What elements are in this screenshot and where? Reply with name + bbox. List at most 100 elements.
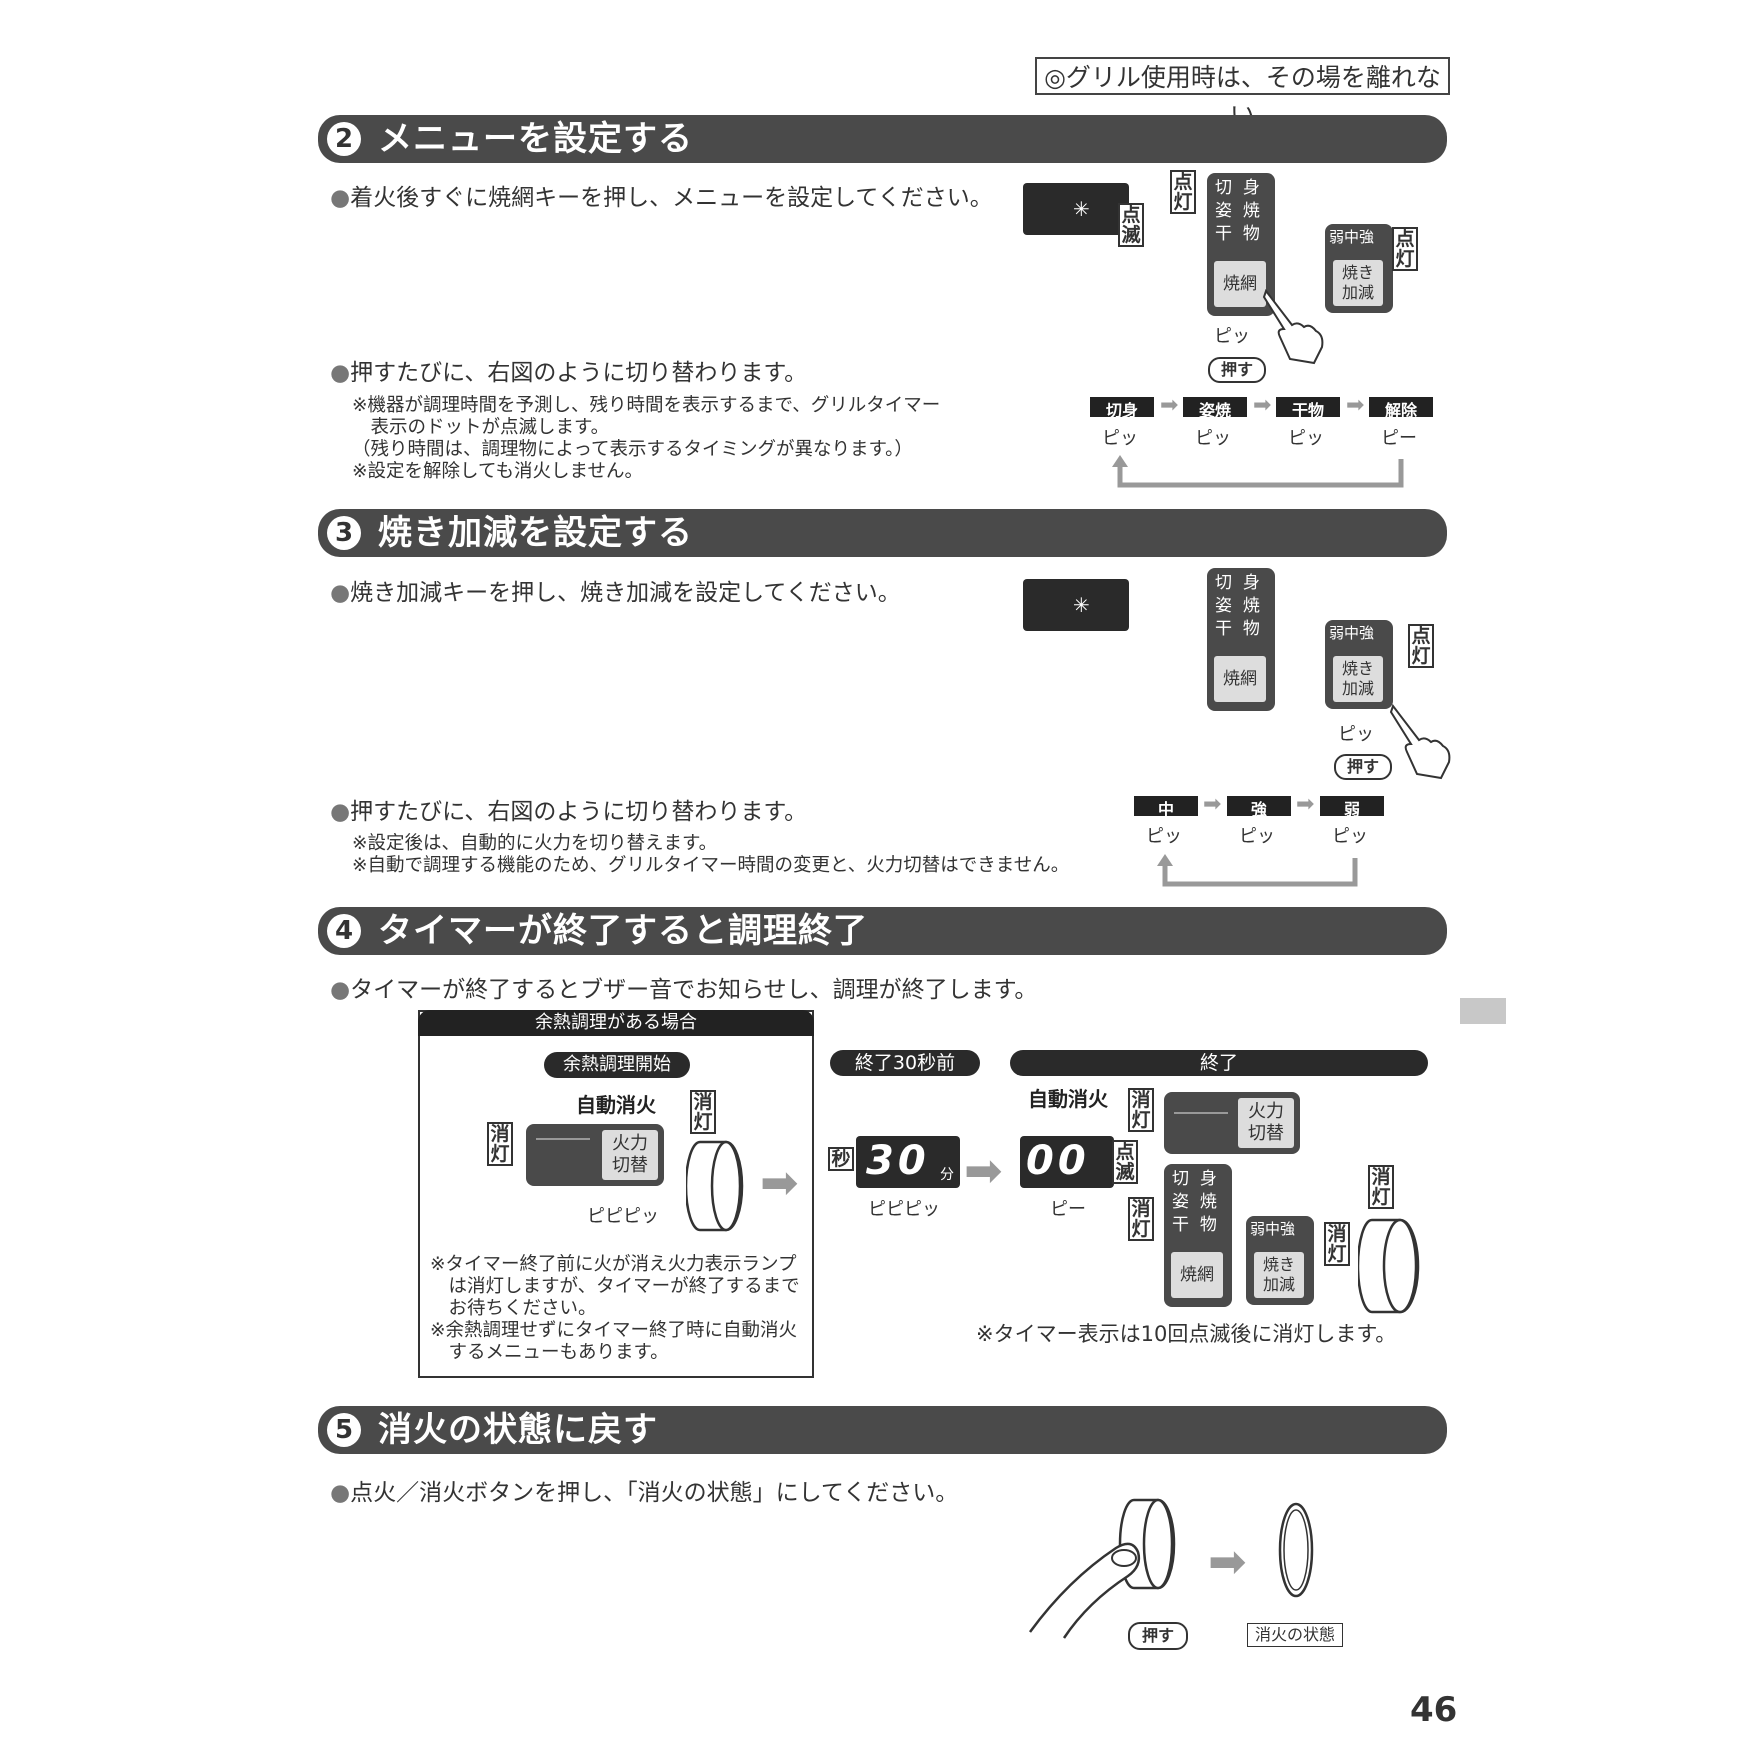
seq-step: 弱	[1320, 796, 1384, 819]
s5-instruction: ●点火／消火ボタンを押し、「消火の状態」にしてください。	[330, 1480, 959, 1506]
menu-panel: 切 身 姿 焼 干 物 焼網	[1207, 173, 1275, 316]
key-label: 加減	[1341, 679, 1374, 698]
push-label: 押す	[1208, 357, 1266, 383]
key-label: 焼き	[1341, 659, 1374, 678]
pill-end: 終了	[1010, 1050, 1428, 1076]
auto-off-label: 自動消火	[576, 1093, 656, 1117]
yaki-kagen-key[interactable]: 焼き加減	[1254, 1252, 1304, 1298]
yaki-kagen-key[interactable]: 焼き加減	[1333, 656, 1383, 702]
beep-label: ピッ	[1102, 428, 1138, 449]
arrow-right-icon: ➡	[1208, 1534, 1247, 1588]
section-4-header: 4 タイマーが終了すると調理終了	[318, 907, 1447, 955]
s2-notes: ※機器が調理時間を予測し、残り時間を表示するまで、グリルタイマー 表示のドットが…	[352, 395, 940, 483]
note-line: ※機器が調理時間を予測し、残り時間を表示するまで、グリルタイマー	[352, 395, 941, 416]
level-labels: 弱中強	[1329, 228, 1375, 246]
loop-back-arrow	[1157, 854, 1358, 887]
timer-display-30: 30 分	[856, 1136, 960, 1188]
tenmetsu-tag: 点滅	[1118, 203, 1144, 247]
level-labels: 弱中強	[1329, 624, 1375, 642]
shoto-tag: 消灯	[1128, 1088, 1154, 1132]
menu-label: 焼	[1199, 1192, 1217, 1212]
arrow-right-icon: ➡	[964, 1143, 1003, 1197]
section-2-header: 2 メニューを設定する	[318, 115, 1447, 163]
s2-toggle-text: 押すたびに、右図のように切り替わります。	[350, 360, 808, 386]
menu-label: 干	[1215, 224, 1232, 244]
menu-label: 身	[1242, 178, 1260, 198]
shoto-tag: 消灯	[1128, 1197, 1154, 1241]
menu-label: 切	[1215, 178, 1232, 198]
tenmetsu-tag: 点滅	[1112, 1140, 1138, 1184]
timer-display-00: 00	[1020, 1136, 1114, 1188]
yakiami-key[interactable]: 焼網	[1214, 261, 1266, 307]
karyoku-key[interactable]: 火力切替	[602, 1130, 658, 1180]
section-number: 2	[327, 122, 361, 156]
section-number: 3	[327, 516, 361, 550]
section-number: 4	[327, 914, 361, 948]
yakiami-key[interactable]: 焼網	[1214, 656, 1266, 702]
key-label: 焼き	[1262, 1255, 1295, 1274]
menu-rows: 切 身 姿 焼 干 物	[1215, 572, 1260, 641]
menu-label: 姿	[1215, 201, 1232, 221]
menu-label: 姿	[1172, 1192, 1189, 1212]
level-labels: 弱中強	[1250, 1220, 1296, 1238]
level-panel: 弱中強 焼き加減	[1325, 620, 1393, 709]
note-line: ※自動で調理する機能のため、グリルタイマー時間の変更と、火力切替はできません。	[352, 855, 1070, 876]
section-3-header: 3 焼き加減を設定する	[318, 509, 1447, 557]
level-panel: 弱中強 焼き加減	[1246, 1216, 1314, 1305]
blinking-dot-icon: ✳	[1073, 197, 1090, 221]
note-line: は消灯しますが、タイマーが終了するまで	[430, 1276, 800, 1297]
s3-instruction: ●焼き加減キーを押し、焼き加減を設定してください。	[330, 580, 901, 606]
note-line: ※設定後は、自動的に火力を切り替えます。	[352, 833, 718, 854]
box-title: 余熱調理がある場合	[418, 1010, 814, 1036]
note-line: お待ちください。	[430, 1298, 597, 1319]
note-line: ※タイマー終了前に火が消え火力表示ランプ	[430, 1254, 797, 1275]
box-subtitle: 余熱調理開始	[544, 1052, 690, 1078]
arrow-right-icon: ➡	[1203, 792, 1222, 817]
key-label: 切替	[612, 1155, 648, 1176]
seq-step: 切身	[1090, 397, 1154, 420]
s2-toggle-note: ●押すたびに、右図のように切り替わります。	[330, 360, 808, 386]
tento-tag: 点灯	[1392, 227, 1418, 271]
seq-step: 干物	[1276, 397, 1340, 420]
knob-off-state-icon	[1278, 1502, 1314, 1598]
menu-label: 干	[1215, 619, 1232, 639]
s3-instruction-text: 焼き加減キーを押し、焼き加減を設定してください。	[350, 580, 901, 606]
s4-instruction-text: タイマーが終了するとブザー音でお知らせし、調理が終了します。	[350, 977, 1038, 1003]
finger-pressing-knob-icon	[1028, 1498, 1176, 1639]
s2-instruction-text: 着火後すぐに焼網キーを押し、メニューを設定してください。	[350, 185, 993, 211]
karyoku-key[interactable]: 火力切替	[1238, 1098, 1294, 1148]
key-label: 火力	[1248, 1101, 1284, 1122]
beep-label: ピッ	[1146, 826, 1182, 847]
menu-rows: 切 身 姿 焼 干 物	[1172, 1168, 1217, 1237]
lamp-divider	[536, 1138, 590, 1140]
section-5-header: 5 消火の状態に戻す	[318, 1406, 1447, 1454]
off-state-label: 消火の状態	[1247, 1623, 1343, 1647]
menu-label: 切	[1215, 573, 1232, 593]
section-number: 5	[327, 1413, 361, 1447]
grill-timer-display: ✳	[1023, 183, 1129, 235]
note-line: （残り時間は、調理物によって表示するタイミングが異なります。）	[352, 439, 913, 460]
seq-step: 姿焼	[1183, 397, 1247, 420]
section-title: 消火の状態に戻す	[378, 1410, 658, 1450]
yakiami-key[interactable]: 焼網	[1171, 1252, 1223, 1298]
yaki-kagen-key[interactable]: 焼き加減	[1333, 260, 1383, 306]
beep-label: ピピピッ	[587, 1206, 659, 1227]
menu-label: 物	[1199, 1215, 1217, 1235]
menu-label: 物	[1242, 224, 1260, 244]
s5-instruction-text: 点火／消火ボタンを押し、「消火の状態」にしてください。	[350, 1480, 959, 1506]
beep-label: ピッ	[1214, 326, 1250, 347]
beep-label: ピッ	[1195, 428, 1231, 449]
side-index-tab	[1460, 998, 1506, 1024]
pointing-hand-icon	[1262, 288, 1324, 365]
blinking-dot-icon: ✳	[1073, 593, 1090, 617]
s4-instruction: ●タイマーが終了するとブザー音でお知らせし、調理が終了します。	[330, 977, 1038, 1003]
ignition-knob-icon	[686, 1140, 744, 1232]
beep-label: ピー	[1050, 1199, 1086, 1220]
key-label: 焼き	[1341, 263, 1374, 282]
safety-warning: ◎グリル使用時は、その場を離れない	[1035, 57, 1450, 130]
timer-digits: 00	[1026, 1138, 1090, 1184]
shoto-tag: 消灯	[1324, 1222, 1350, 1266]
level-panel: 弱中強 焼き加減	[1325, 224, 1393, 313]
sec-label: 秒	[828, 1147, 854, 1171]
menu-label: 焼	[1242, 596, 1260, 616]
